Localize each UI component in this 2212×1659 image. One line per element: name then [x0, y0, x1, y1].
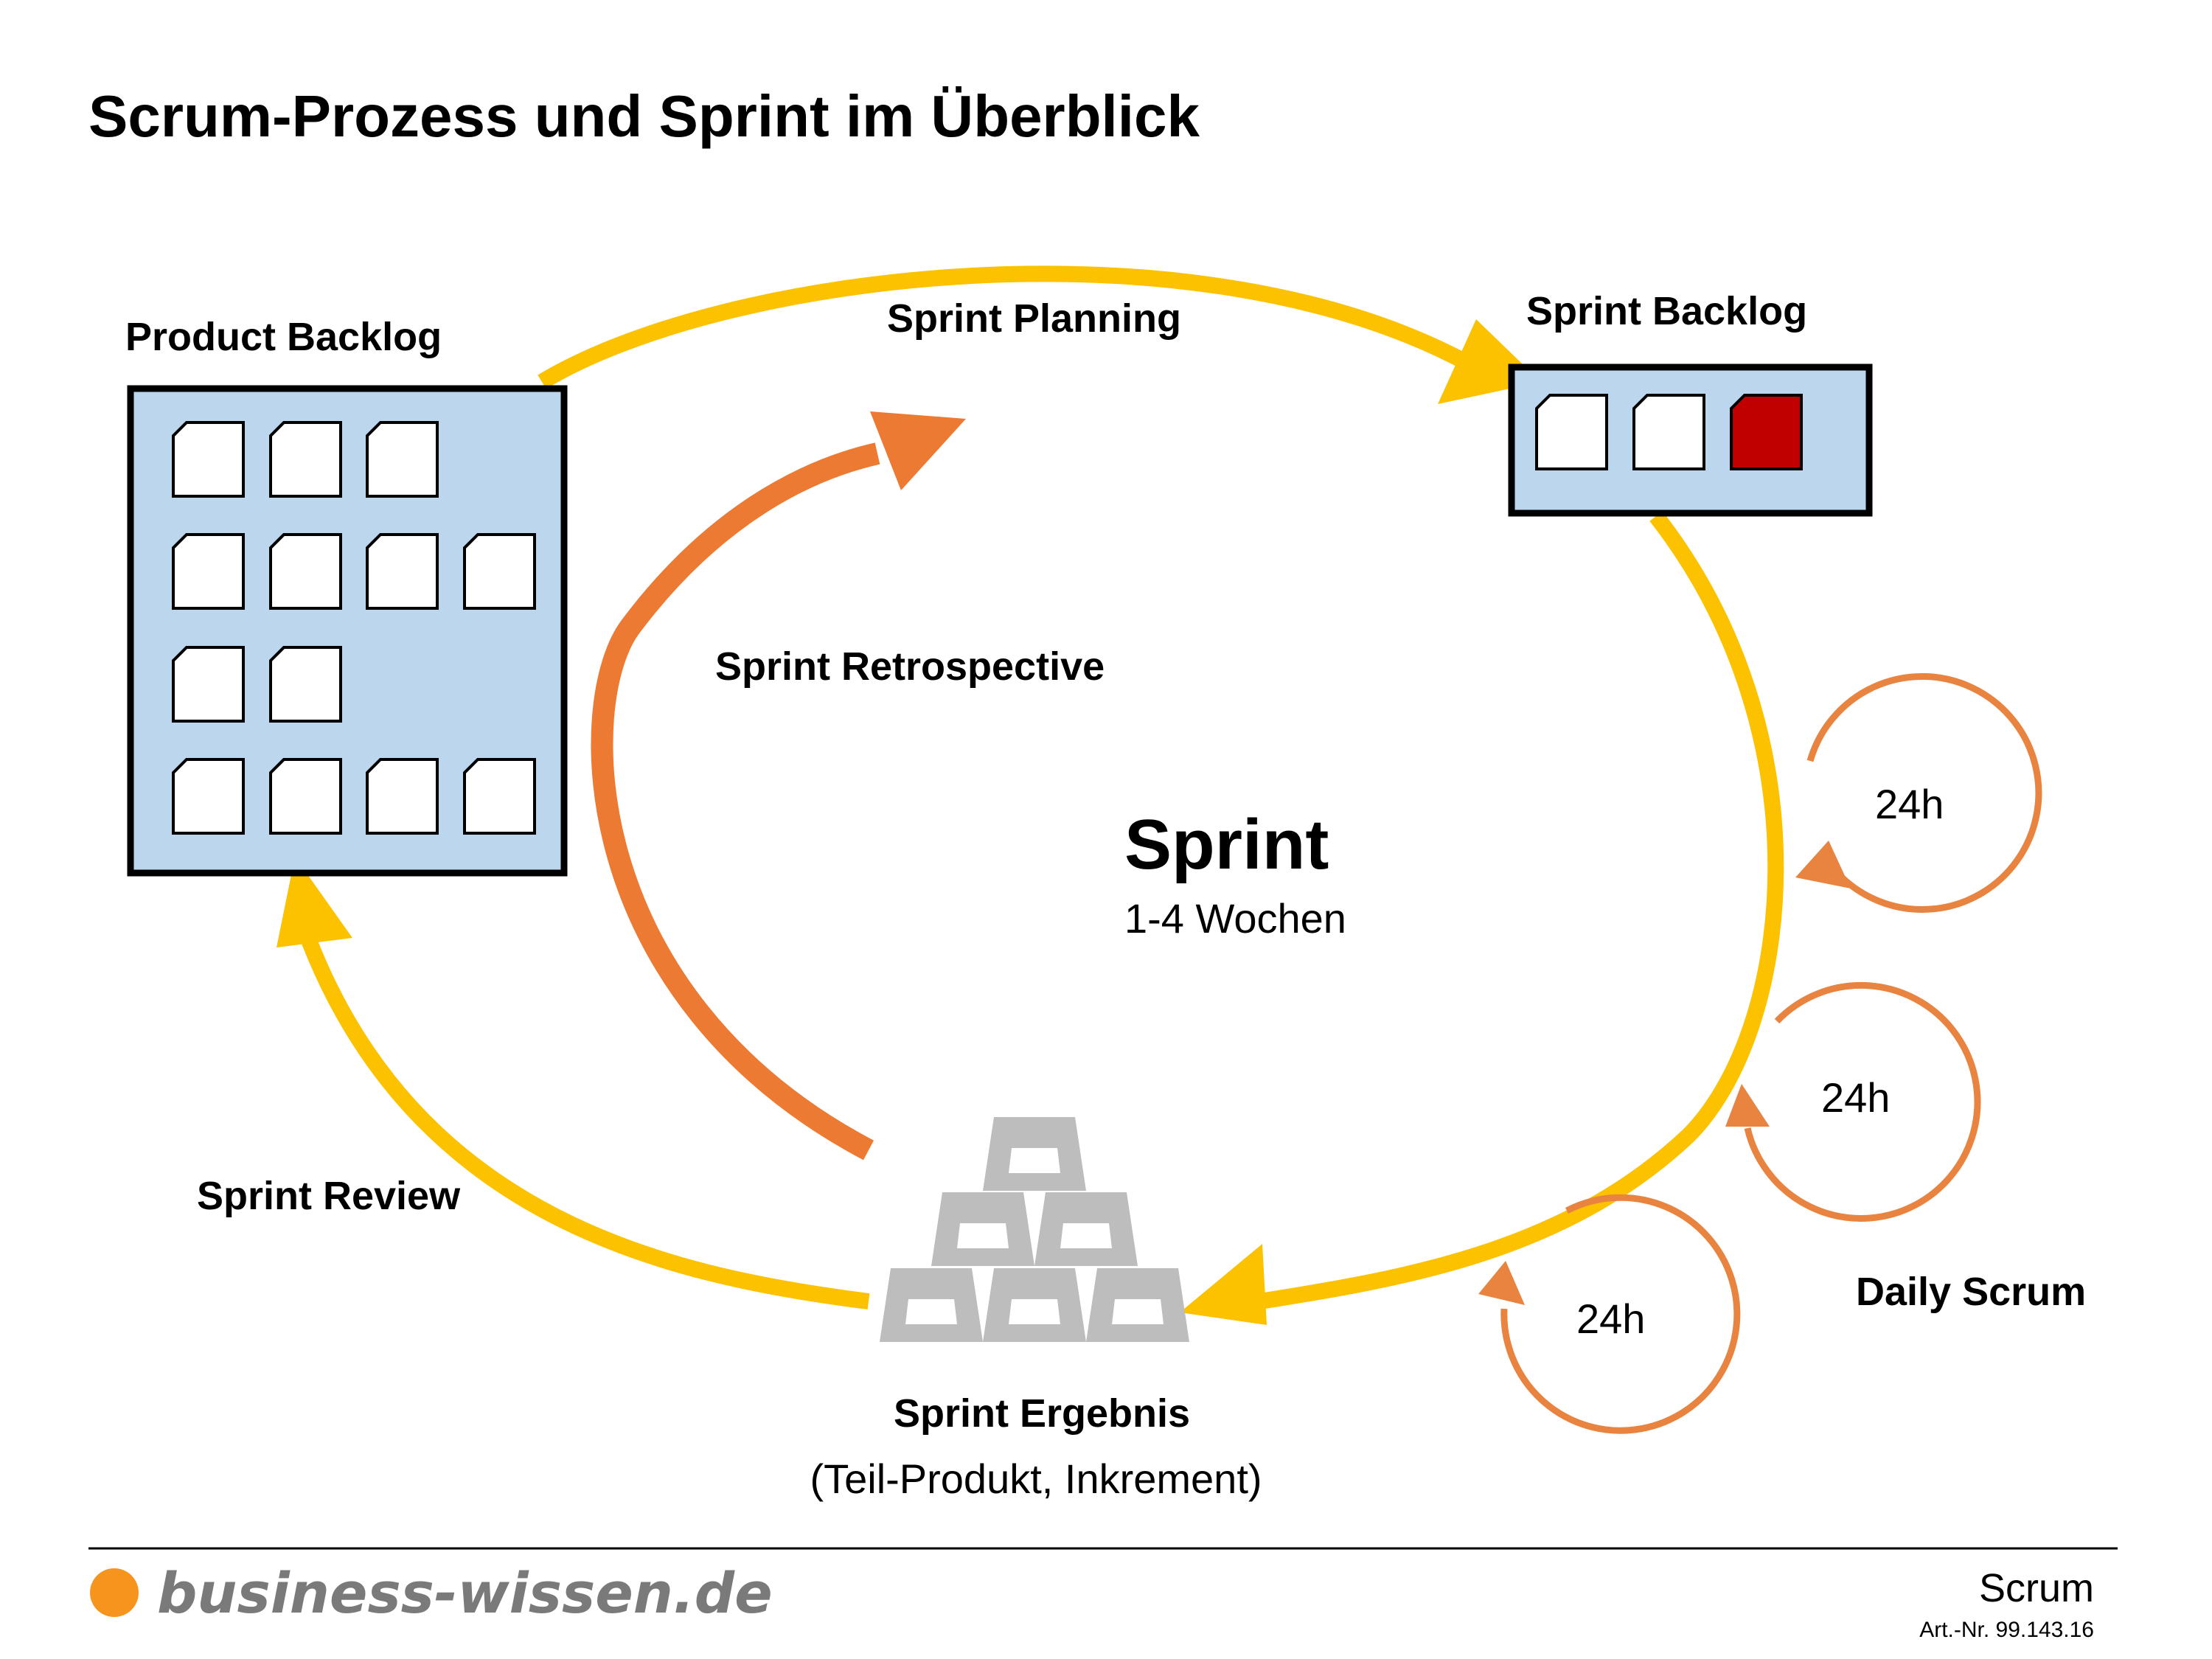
sprint-execution-arrow [1245, 511, 1784, 1312]
daily-scrum-cycle-1: 24h [1795, 673, 2042, 913]
sprint-title: Sprint [1124, 805, 1329, 884]
sprint-backlog-item-card [1535, 394, 1608, 470]
backlog-item-card [463, 758, 536, 835]
sprint-result-increment-icon [880, 1117, 1189, 1342]
backlog-item-card [463, 533, 536, 610]
sprint-backlog-items [1535, 394, 1803, 470]
backlog-item-card [269, 421, 342, 498]
sprint-retrospective-arrow [591, 442, 880, 1161]
sprint-duration: 1-4 Wochen [1124, 895, 1346, 942]
daily-scrum-cycle-3: 24h [1478, 1194, 1741, 1434]
increment-block [1086, 1268, 1189, 1342]
main-cycle-arrows [276, 265, 1784, 1325]
backlog-item-card [269, 758, 342, 835]
increment-block [1034, 1192, 1138, 1266]
daily-scrum-cycle-2-label: 24h [1821, 1074, 1890, 1121]
logo-dot-icon [90, 1568, 139, 1617]
increment-block [983, 1117, 1086, 1191]
backlog-item-card [269, 533, 342, 610]
product-backlog-items [172, 421, 536, 835]
footer-article-number: Art.-Nr. 99.143.16 [1919, 1618, 2094, 1642]
product-backlog-label: Product Backlog [125, 315, 442, 359]
backlog-item-card [366, 758, 439, 835]
sprint-backlog-label: Sprint Backlog [1526, 289, 1807, 333]
sprint-backlog-item-card [1632, 394, 1705, 470]
sprint-backlog [1508, 364, 1873, 517]
daily-scrum-cycles: 24h 24h 24h [1478, 673, 2042, 1434]
product-backlog [127, 385, 568, 877]
retrospective-cycle [591, 411, 966, 1161]
sprint-planning-label: Sprint Planning [887, 296, 1181, 341]
daily-scrum-label: Daily Scrum [1856, 1270, 2086, 1314]
sprint-review-arrowhead [276, 857, 352, 947]
backlog-item-card [366, 533, 439, 610]
backlog-item-card [172, 421, 245, 498]
footer-topic: Scrum [1979, 1566, 2094, 1610]
daily-scrum-cycle-2: 24h [1725, 981, 1981, 1222]
backlog-item-card [172, 533, 245, 610]
daily-scrum-cycle-3-label: 24h [1576, 1295, 1645, 1342]
sprint-execution-arrowhead [1180, 1244, 1267, 1325]
backlog-item-card [172, 758, 245, 835]
backlog-item-card [172, 646, 245, 723]
sprint-review-arrow [298, 930, 870, 1310]
backlog-item-card [269, 646, 342, 723]
backlog-item-card [366, 421, 439, 498]
sprint-backlog-item-card-selected [1730, 394, 1803, 470]
increment-block [880, 1268, 983, 1342]
increment-block [983, 1268, 1086, 1342]
increment-block [931, 1192, 1034, 1266]
sprint-result-label: Sprint Ergebnis [894, 1391, 1190, 1436]
sprint-planning-arrow [538, 265, 1475, 389]
page-title: Scrum-Prozess und Sprint im Überblick [88, 83, 1200, 149]
sprint-retrospective-arrowhead [870, 411, 966, 490]
logo-text: business-wissen.de [157, 1560, 773, 1626]
footer-logo: business-wissen.de [90, 1560, 773, 1626]
sprint-retrospective-label: Sprint Retrospective [715, 644, 1105, 689]
sprint-result-sublabel: (Teil-Produkt, Inkrement) [810, 1455, 1262, 1502]
daily-scrum-cycle-1-label: 24h [1875, 781, 1944, 827]
sprint-review-label: Sprint Review [197, 1174, 461, 1218]
